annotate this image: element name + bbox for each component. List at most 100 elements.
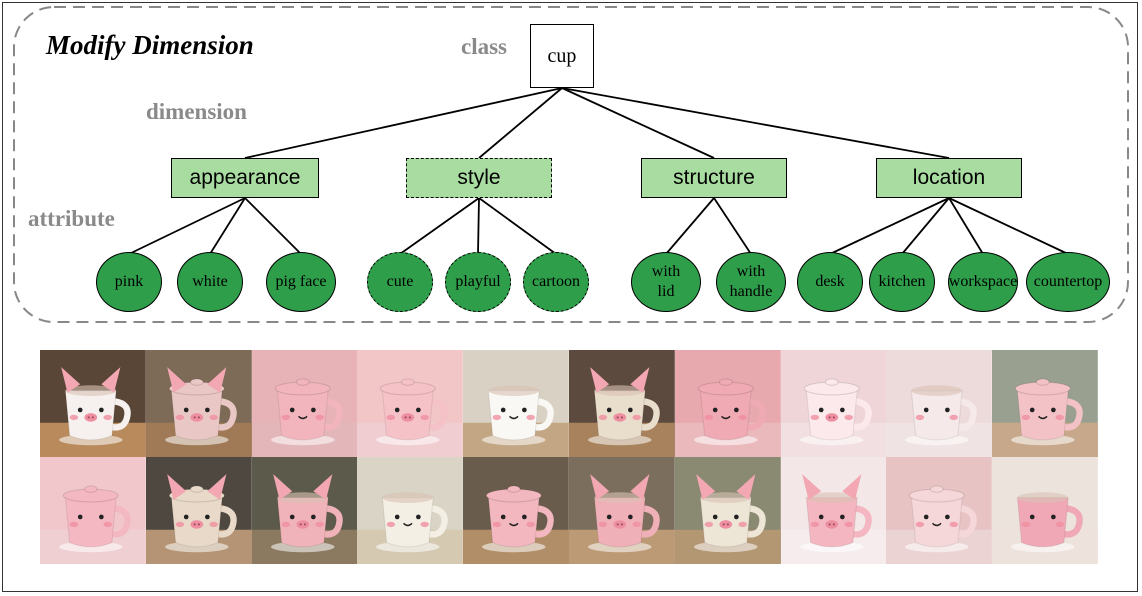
cup-illustration (886, 457, 993, 564)
cup-image-9 (886, 350, 993, 457)
edge-style-to-cartoon (478, 197, 557, 255)
attribute-label-line: white (192, 273, 228, 290)
attribute-label: white (192, 272, 228, 292)
attribute-label: countertop (1034, 272, 1102, 292)
cup-illustration (145, 457, 252, 564)
cup-image-14 (357, 457, 464, 564)
cup-illustration (357, 350, 464, 457)
attribute-label: cute (387, 272, 414, 292)
edge-appearance-to-pig-face (244, 197, 302, 255)
cup-image-17 (674, 457, 781, 564)
edge-structure-to-with-lid (665, 197, 715, 255)
edge-style-to-cute (399, 197, 480, 255)
attribute-label-line: playful (455, 273, 501, 290)
attribute-label: cartoon (532, 272, 580, 292)
cup-illustration (357, 457, 464, 564)
cup-image-16 (569, 457, 675, 564)
attribute-label-line: handle (729, 283, 773, 300)
attribute-node-workspace: workspace (948, 252, 1018, 312)
cup-illustration (40, 457, 146, 564)
cup-image-11 (40, 457, 146, 564)
dimension-node-appearance: appearance (171, 158, 319, 198)
edge-cup-to-style (478, 87, 563, 159)
cup-illustration (251, 350, 358, 457)
attribute-label-line: countertop (1033, 273, 1103, 290)
dimension-level-label: dimension (146, 99, 247, 124)
attribute-label: with lid (652, 262, 680, 302)
attribute-label-line: desk (815, 273, 845, 290)
attribute-node-countertop: countertop (1026, 252, 1110, 312)
edge-cup-to-location (561, 87, 950, 159)
cup-image-2 (145, 350, 252, 457)
attribute-label-line: with (736, 263, 766, 280)
dimension-node-style: style (406, 158, 552, 198)
cup-illustration (886, 350, 993, 457)
attribute-label: desk (815, 272, 844, 292)
edge-style-to-playful (477, 197, 480, 255)
edge-structure-to-with-handle (713, 197, 752, 255)
cup-image-12 (145, 457, 252, 564)
attribute-node-pig-face: pig face (266, 252, 336, 312)
cup-illustration (569, 350, 675, 457)
cup-image-20 (992, 457, 1098, 564)
class-node-cup: cup (530, 24, 594, 88)
cup-image-18 (780, 457, 887, 564)
cup-illustration (780, 350, 887, 457)
attribute-label-line: lid (657, 283, 675, 300)
cup-image-4 (357, 350, 464, 457)
cup-image-10 (992, 350, 1098, 457)
cup-illustration (251, 457, 358, 564)
edge-cup-to-appearance (244, 87, 563, 159)
class-level-label: class (461, 34, 507, 59)
cup-image-1 (40, 350, 146, 457)
attribute-node-white: white (177, 252, 243, 312)
cup-image-19 (886, 457, 993, 564)
attribute-node-with-lid: with lid (631, 252, 701, 312)
edge-appearance-to-white (209, 197, 246, 255)
edge-location-to-desk (829, 197, 950, 255)
cup-image-13 (251, 457, 358, 564)
cup-illustration (40, 350, 146, 457)
dashed-region-border (13, 6, 1129, 323)
attribute-label-line: workspace (948, 273, 1018, 290)
cup-illustration (674, 457, 781, 564)
cup-illustration (569, 457, 675, 564)
cup-illustration (780, 457, 887, 564)
attribute-label-line: with (651, 263, 681, 280)
attribute-label: with handle (730, 262, 773, 302)
attribute-label-line: pink (114, 273, 144, 290)
attribute-label-line: pig face (275, 273, 327, 290)
cup-image-6 (569, 350, 675, 457)
cup-image-7 (674, 350, 781, 457)
edge-location-to-kitchen (901, 197, 950, 255)
cup-image-3 (251, 350, 358, 457)
cup-illustration (992, 350, 1098, 457)
attribute-node-cute: cute (367, 252, 433, 312)
attribute-node-cartoon: cartoon (523, 252, 589, 312)
attribute-label: playful (455, 272, 500, 292)
cup-illustration (463, 457, 569, 564)
attribute-level-label: attribute (28, 206, 115, 231)
attribute-label: pink (115, 272, 143, 292)
cup-illustration (992, 457, 1098, 564)
attribute-node-desk: desk (797, 252, 863, 312)
edge-location-to-countertop (948, 197, 1069, 255)
diagram-title: Modify Dimension (46, 30, 254, 60)
dimension-node-location: location (876, 158, 1022, 198)
tree-edges (128, 87, 1069, 255)
dimension-node-structure: structure (641, 158, 787, 198)
edge-cup-to-structure (561, 87, 715, 159)
attribute-node-with-handle: with handle (716, 252, 786, 312)
generated-image-grid (40, 350, 1098, 564)
edge-location-to-workspace (948, 197, 984, 255)
cup-illustration (463, 350, 569, 457)
attribute-label-line: cartoon (532, 273, 580, 290)
cup-illustration (674, 350, 781, 457)
attribute-label: pig face (275, 272, 326, 292)
attribute-node-kitchen: kitchen (869, 252, 935, 312)
cup-illustration (145, 350, 252, 457)
attribute-node-pink: pink (96, 252, 162, 312)
